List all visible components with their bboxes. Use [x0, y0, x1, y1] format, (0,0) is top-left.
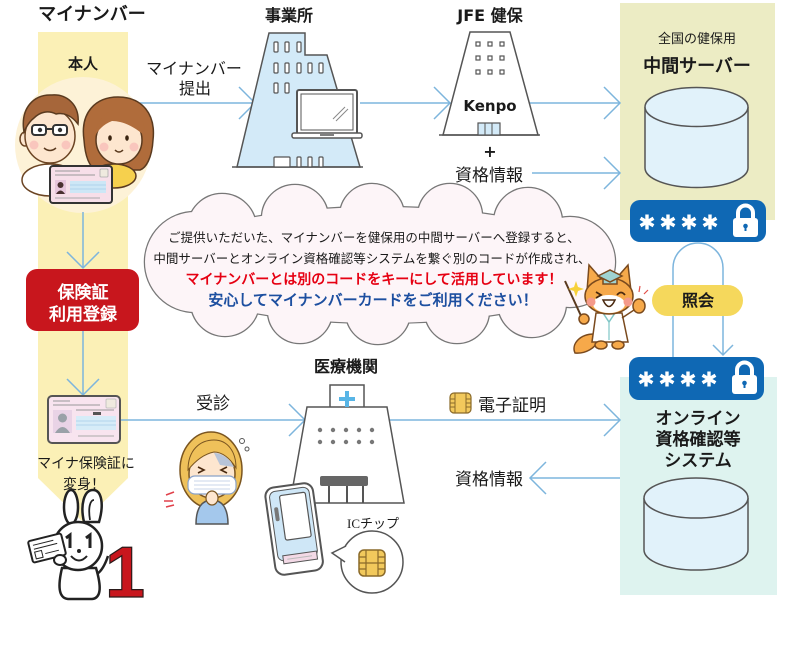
mask-asterisk [638, 371, 654, 387]
rabbit-mascot [27, 488, 110, 601]
fox-mascot [564, 263, 649, 354]
ic-chip-icon [358, 549, 386, 577]
server-subtitle: 全国の健保用 [658, 31, 736, 47]
arrow-insurer-to-server [528, 86, 622, 120]
arrow-hospital-to-system [389, 403, 622, 437]
server-database-icon [644, 86, 749, 189]
arrow-head [433, 86, 452, 120]
cloud-message-highlight-blue: 安心してマイナンバーカードをご利用ください！ [208, 291, 537, 309]
mask-asterisk [702, 214, 718, 230]
submit-label-line1: マイナンバー [146, 59, 242, 78]
insurance-registration-badge: 保険証 利用登録 [26, 269, 139, 331]
submit-label-line2: 提出 [179, 79, 211, 98]
arrow-head [528, 461, 547, 495]
office-building-icon [232, 32, 363, 168]
insurer-label: JFE 健保 [456, 6, 523, 25]
online-system-title-line3: システム [664, 451, 732, 471]
patient-figure [164, 431, 250, 525]
employer-label: 事業所 [265, 6, 313, 25]
arrow-system-to-hospital [528, 461, 620, 495]
registration-badge-bg [26, 269, 139, 331]
arrow-head [603, 86, 622, 120]
hospital-building-icon [289, 384, 405, 504]
code-badge-bg [630, 200, 766, 242]
sparkle-icon [568, 281, 584, 297]
online-system-title-line1: オンライン [656, 409, 741, 429]
arrow-inquiry-loop [672, 242, 734, 357]
lock-icon [732, 360, 757, 394]
arrow-qualification-to-server [532, 156, 622, 190]
mask-asterisk [660, 214, 676, 230]
mask-asterisk [659, 371, 675, 387]
cloud-message-highlight-red: マイナンバーとは別のコードをキーにして活用しています！ [186, 271, 563, 288]
arrow-employer-to-insurer [360, 86, 452, 120]
laptop-icon [291, 89, 363, 139]
ic-chip-label: ICチップ [347, 516, 399, 531]
code-badge-bg [629, 357, 764, 400]
visit-label: 受診 [196, 394, 230, 414]
mascot-number-one: 1 [105, 533, 145, 613]
arrow-head [603, 403, 622, 437]
secure-code-badge-system [629, 357, 764, 400]
qualification-info-label-bottom: 資格情報 [455, 470, 523, 490]
mask-asterisk [681, 214, 697, 230]
insurer-building-body [442, 31, 539, 136]
card-reader-kiosk-icon [264, 482, 324, 576]
person-label: 本人 [68, 55, 99, 73]
online-system-title-line2: 資格確認等 [656, 429, 741, 450]
office-windows [273, 41, 324, 168]
inquiry-badge: 照会 [652, 285, 743, 316]
plus-sign: + [483, 142, 496, 161]
page-title: マイナンバー [38, 4, 146, 25]
pointer-stick [564, 280, 583, 319]
mask-asterisk [639, 214, 655, 230]
mask-asterisk [701, 371, 717, 387]
info-cloud: ご提供いただいた、マイナンバーを健保用の中間サーバーへ登録すると、 中間サーバー… [143, 182, 617, 346]
ic-chip-speech-bubble [330, 530, 404, 594]
transform-caption-line1: マイナ保険証に [37, 456, 135, 472]
cloud-message-line2: 中間サーバーとオンライン資格確認等システムを繋ぐ別のコードが作成され、 [153, 251, 590, 266]
arrow-person-to-registration [66, 212, 100, 270]
system-database-icon [643, 477, 749, 571]
insurer-sign: Kenpo [463, 97, 516, 115]
arrow-head [603, 156, 622, 190]
code-mask [638, 371, 717, 387]
registration-badge-line1: 保険証 [57, 282, 109, 303]
insurer-door [477, 122, 501, 136]
graduation-cap-icon [596, 269, 624, 285]
transform-caption-line2: 変身！ [63, 476, 105, 493]
glasses-icon [31, 124, 68, 136]
my-number-card-icon [49, 165, 113, 204]
cloud-message-line1: ご提供いただいた、マイナンバーを健保用の中間サーバーへ登録すると、 [168, 230, 580, 245]
arrow-head [712, 344, 734, 357]
insurer-building-icon: Kenpo [439, 31, 540, 136]
face-mask-icon [187, 475, 237, 495]
inquiry-label: 照会 [682, 291, 714, 310]
secure-code-badge-server [630, 200, 766, 242]
code-mask [639, 214, 718, 230]
arrow-line [672, 242, 724, 357]
certificate-label: 電子証明 [478, 396, 546, 416]
woman-figure [82, 96, 155, 189]
server-title: 中間サーバー [643, 55, 751, 77]
lock-icon [733, 203, 758, 237]
my-na-insurance-card-icon [47, 395, 121, 444]
certificate-chip-icon [449, 392, 472, 414]
hospital-windows [317, 427, 375, 445]
qualification-info-label-top: 資格情報 [455, 166, 523, 186]
cough-lines [164, 491, 175, 508]
hospital-label: 医療機関 [314, 357, 378, 376]
arrow-head [66, 251, 100, 270]
mask-asterisk [680, 371, 696, 387]
insurer-windows [475, 41, 505, 75]
medical-cross-icon [339, 391, 355, 407]
inquiry-badge-bg [652, 285, 743, 316]
registration-badge-line2: 利用登録 [49, 304, 118, 325]
hospital-entrance [320, 476, 368, 503]
